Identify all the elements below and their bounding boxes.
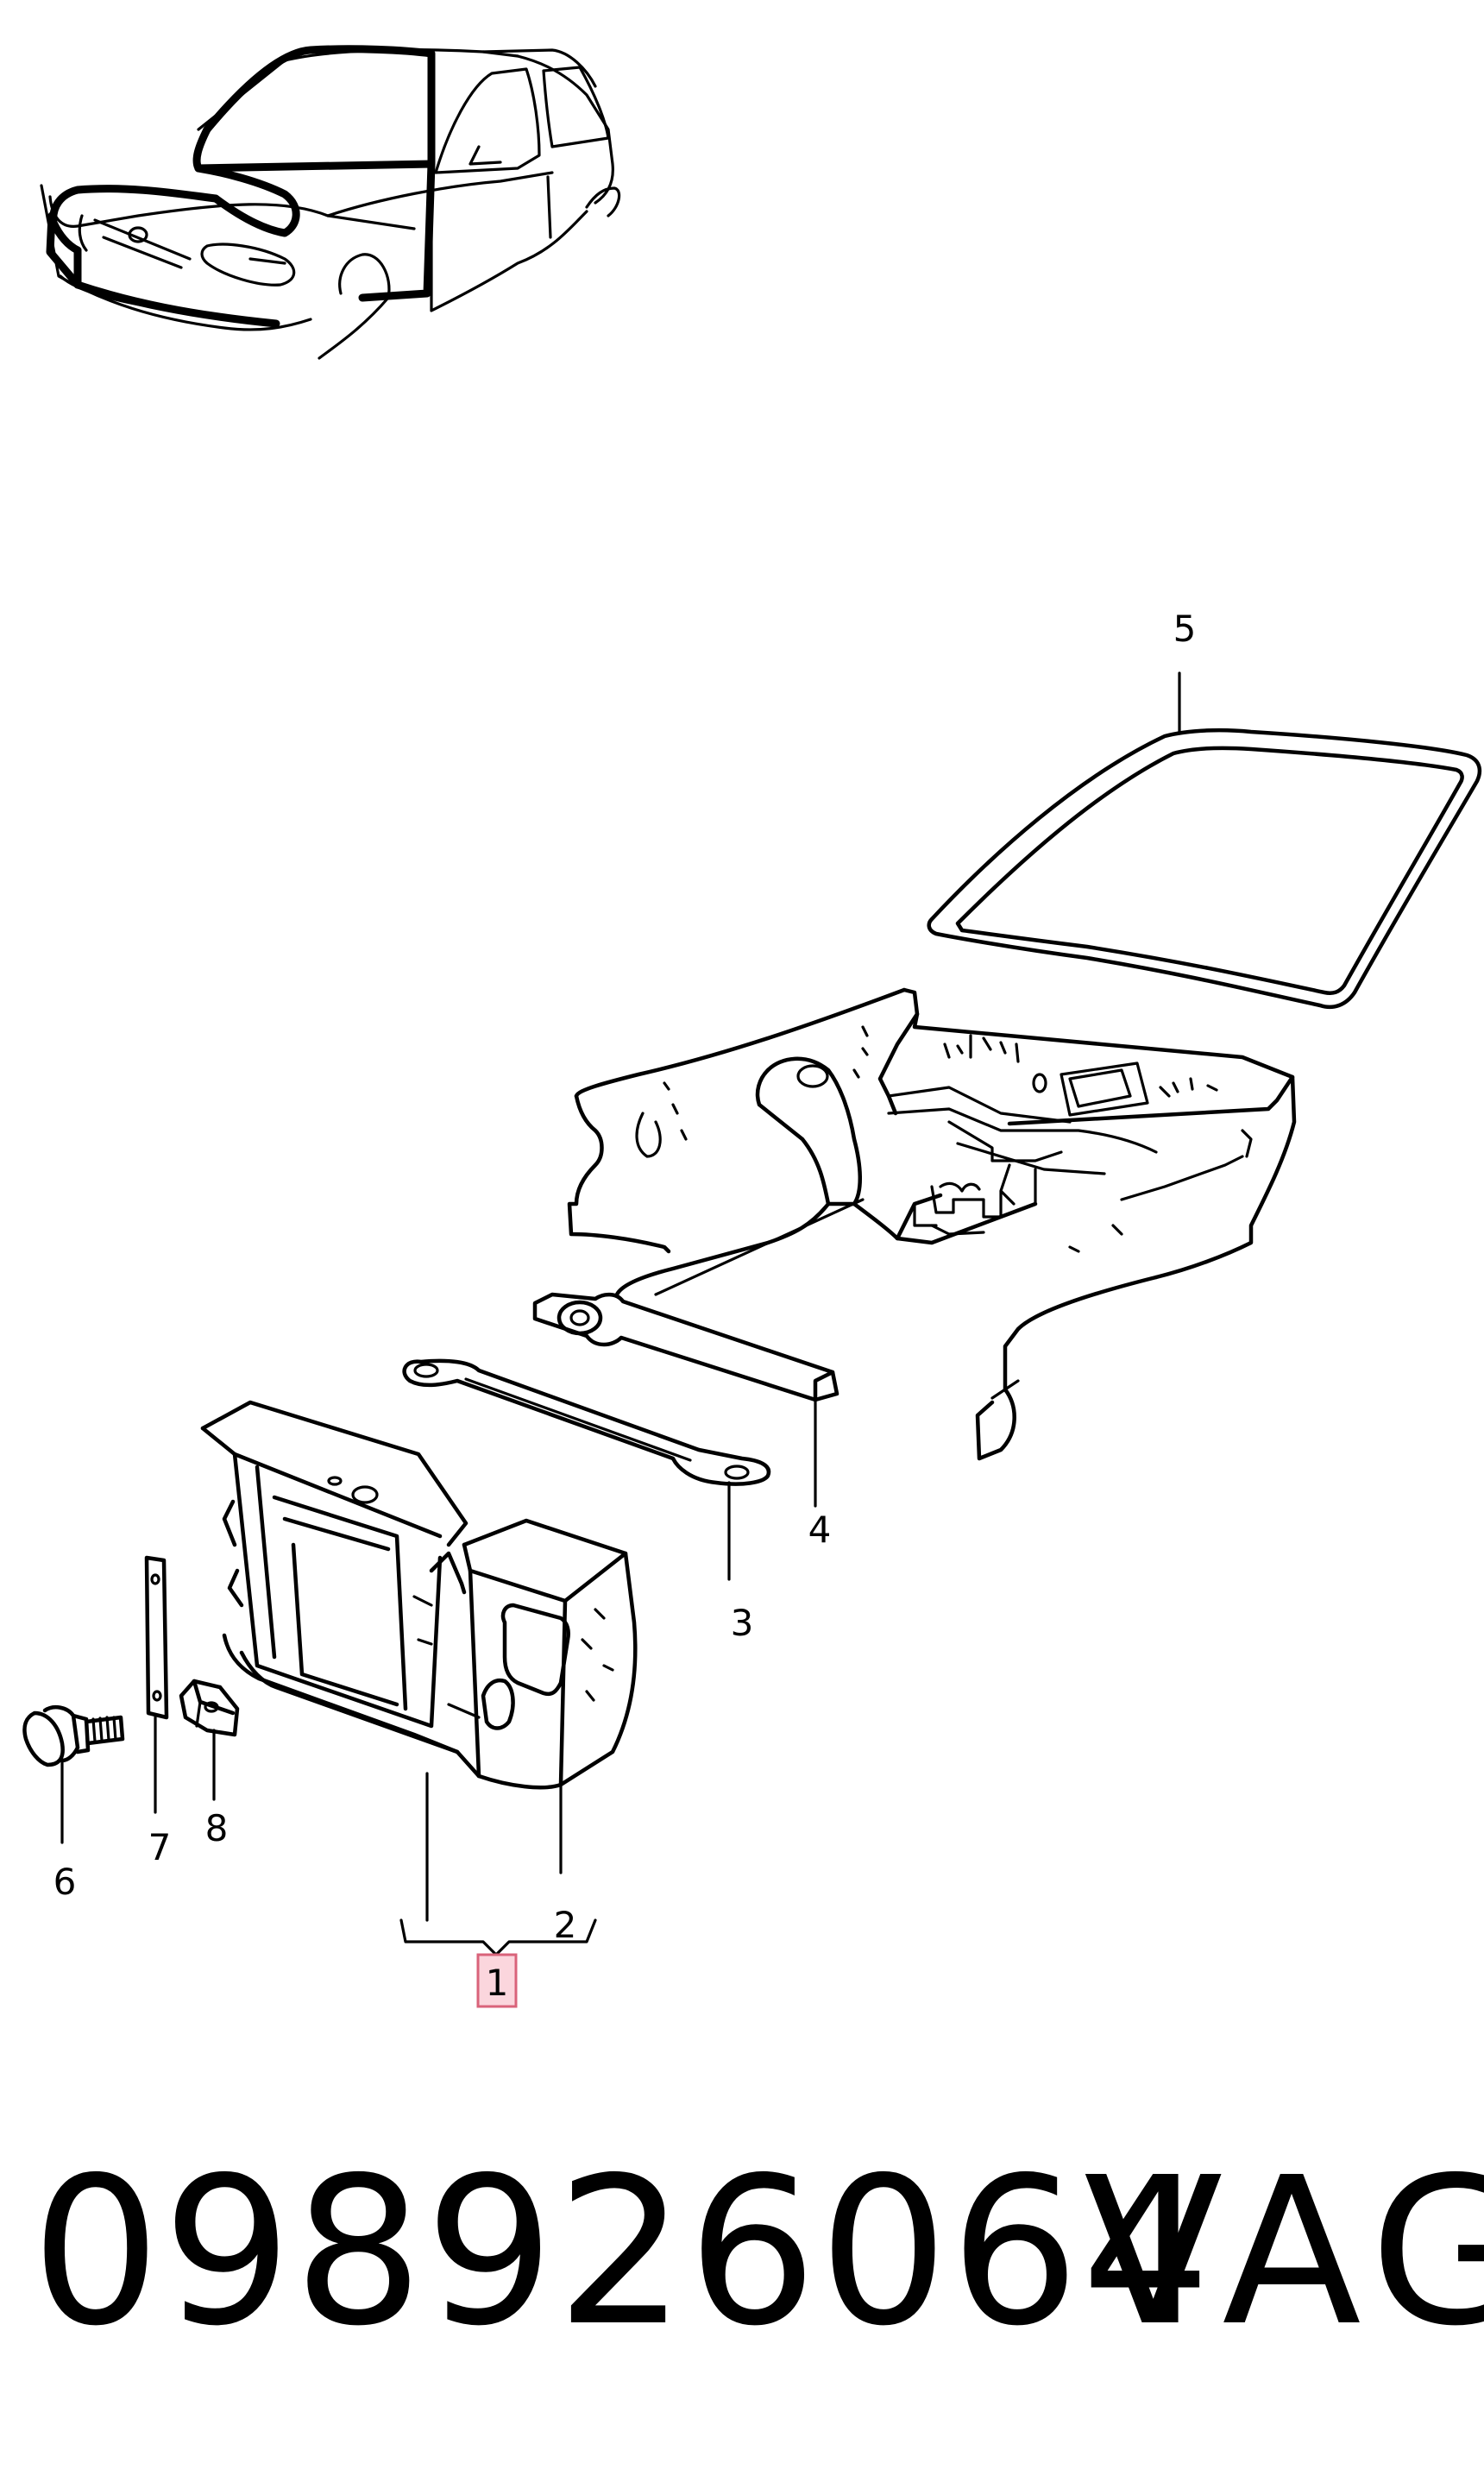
callout-5[interactable]: 5 (1173, 608, 1197, 650)
callout-4[interactable]: 4 (808, 1509, 832, 1551)
callout-3[interactable]: 3 (731, 1602, 754, 1644)
bulkhead-assembly (567, 987, 1297, 1461)
callout-labels: 1 2 3 4 5 6 7 8 (53, 608, 1197, 2008)
callout-7[interactable]: 7 (148, 1826, 172, 1868)
clip-nut (179, 1679, 240, 1737)
callout-1[interactable]: 1 (486, 1962, 509, 2004)
car-overview-illustration (40, 45, 621, 360)
part-number: 098926064 (31, 2133, 1213, 2371)
front-panel-assembly (200, 1400, 638, 1790)
tie-bar (402, 1358, 771, 1486)
leader-lines (60, 671, 1181, 1956)
callout-6[interactable]: 6 (53, 1861, 77, 1903)
cross-member-bracket (532, 1292, 839, 1402)
part-info-footer: 098926064 VAG (26, 2133, 1484, 2371)
callout-8[interactable]: 8 (205, 1807, 229, 1849)
sealing-strip (144, 1555, 169, 1720)
bolt (22, 1704, 125, 1767)
windscreen-seal (927, 728, 1482, 1010)
callout-1-highlight (476, 1953, 518, 2008)
callout-2[interactable]: 2 (554, 1904, 577, 1946)
brand-name: VAG (1084, 2133, 1484, 2371)
